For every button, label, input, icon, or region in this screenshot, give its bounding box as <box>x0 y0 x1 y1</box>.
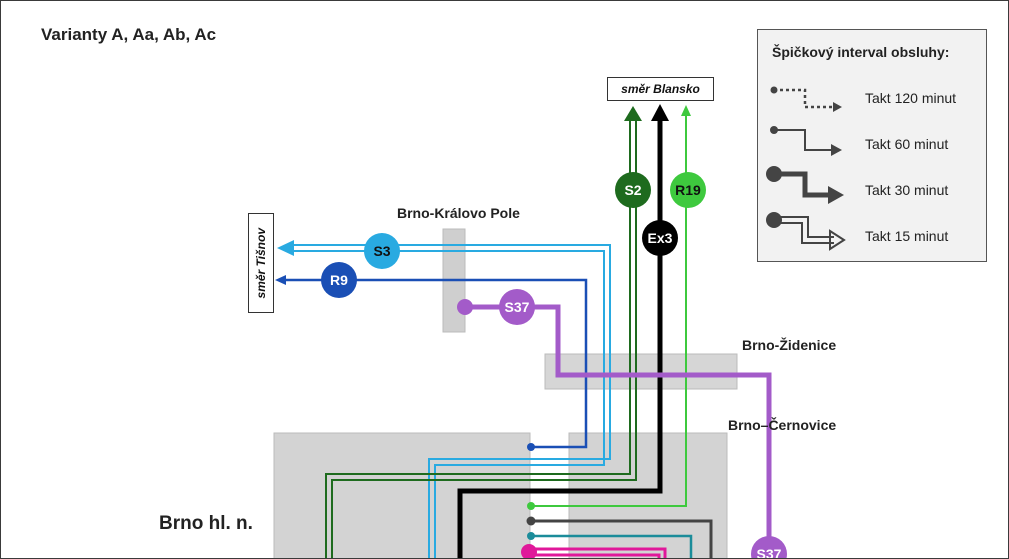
page-title: Varianty A, Aa, Ab, Ac <box>41 25 217 44</box>
legend-symbol-120 <box>770 86 842 112</box>
badge-s37-label: S37 <box>505 299 530 315</box>
legend-symbol-15 <box>766 212 846 251</box>
darkgray-terminal-dot <box>526 516 536 526</box>
line-r19 <box>531 113 687 507</box>
badge-ex3[interactable]: Ex3 <box>642 220 678 256</box>
zidenice-block <box>544 353 738 390</box>
r9-terminal-dot <box>527 443 535 451</box>
direction-blansko-box: směr Blansko <box>607 77 714 101</box>
line-magenta <box>531 547 667 558</box>
ex3-arrowhead <box>651 104 669 121</box>
line-s2 <box>325 119 637 558</box>
line-teal <box>531 534 693 558</box>
hl-n-block-left <box>273 432 531 558</box>
station-cernovice: Brno–Černovice <box>728 417 837 433</box>
badge-r19[interactable]: R19 <box>670 172 706 208</box>
legend-symbol-30 <box>766 166 844 204</box>
line-darkgray <box>531 519 713 558</box>
badge-ex3-label: Ex3 <box>648 230 673 246</box>
badge-s2-label: S2 <box>624 182 641 198</box>
s3-arrowhead <box>277 240 294 256</box>
station-hl-n: Brno hl. n. <box>159 513 253 534</box>
s37-terminal-dot <box>457 299 473 315</box>
legend-item-120: Takt 120 minut <box>865 90 957 106</box>
hl-n-block-right <box>568 432 728 558</box>
line-s3 <box>291 244 611 558</box>
r9-arrowhead <box>275 275 286 285</box>
station-kralovo-pole: Brno-Královo Pole <box>397 205 520 221</box>
badge-s2[interactable]: S2 <box>615 172 651 208</box>
legend-panel: Špičkový interval obsluhy: Takt 120 min <box>757 29 987 262</box>
badge-s3-label: S3 <box>373 243 390 259</box>
badge-r9[interactable]: R9 <box>321 262 357 298</box>
teal-terminal-dot <box>527 532 535 540</box>
legend-item-30: Takt 30 minut <box>865 182 949 198</box>
r19-terminal-dot <box>527 502 535 510</box>
badge-s37[interactable]: S37 <box>499 289 535 325</box>
badge-r9-label: R9 <box>330 272 348 288</box>
magenta-terminal-dot <box>521 544 537 558</box>
badge-s37-lower-label: S37 <box>757 546 782 559</box>
direction-blansko-label: směr Blansko <box>621 82 700 96</box>
legend-item-15: Takt 15 minut <box>865 228 949 244</box>
r19-arrowhead <box>681 105 691 116</box>
line-r9 <box>283 278 588 449</box>
s2-arrowhead <box>624 106 642 121</box>
badge-s37-lower[interactable]: S37 <box>751 536 787 559</box>
direction-tisnov-box: směr Tišnov <box>248 213 274 313</box>
legend-symbol-60 <box>770 126 842 156</box>
badge-r19-label: R19 <box>675 182 701 198</box>
legend-title: Špičkový interval obsluhy: <box>772 44 950 60</box>
station-zidenice: Brno-Židenice <box>742 337 837 353</box>
line-ex3 <box>457 121 663 558</box>
legend-symbols <box>766 86 846 251</box>
badge-s3[interactable]: S3 <box>364 233 400 269</box>
legend-item-60: Takt 60 minut <box>865 136 949 152</box>
direction-tisnov-label: směr Tišnov <box>254 227 268 299</box>
